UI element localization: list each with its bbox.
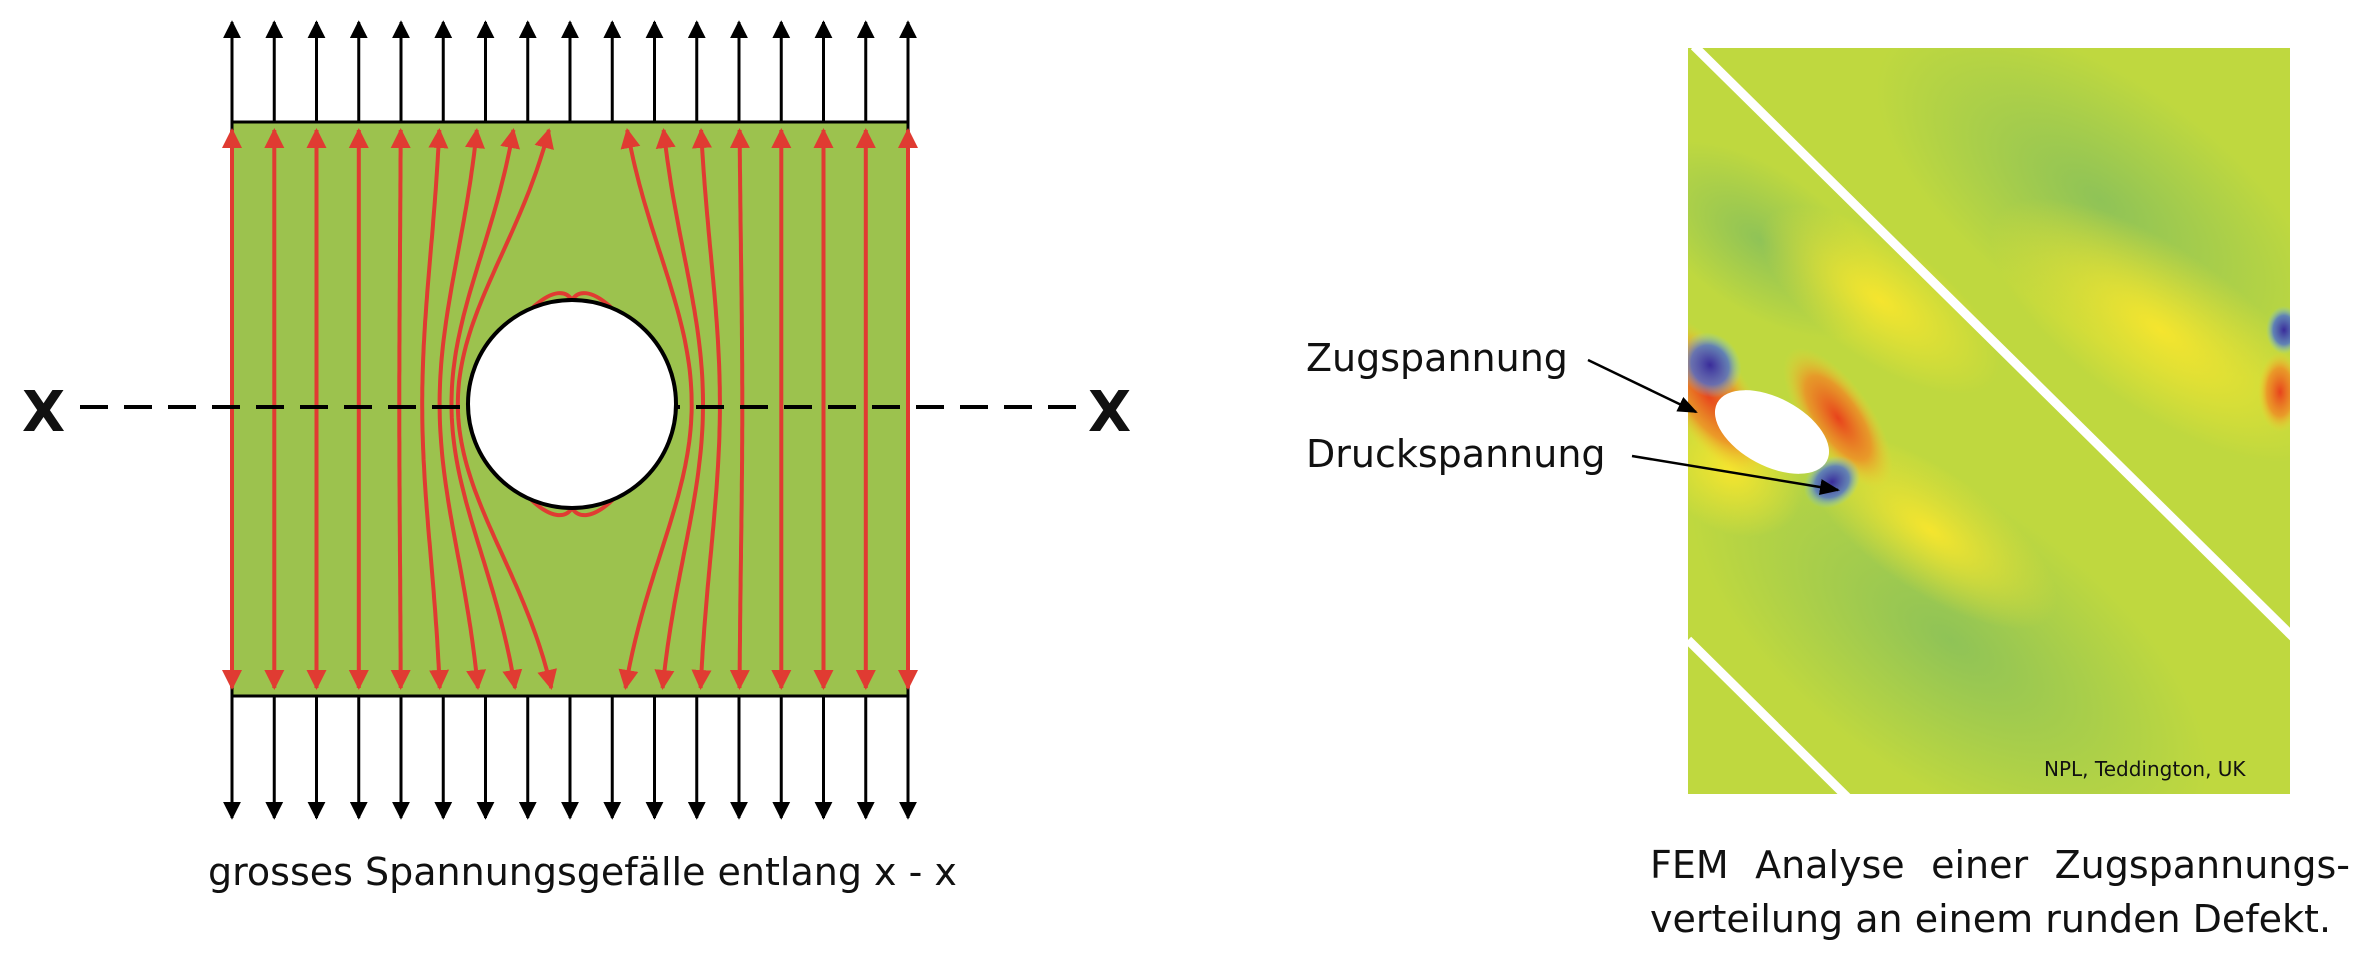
label-compression: Druckspannung: [1306, 432, 1606, 476]
caption-right: FEM Analyse einer Zugspannungs- verteilu…: [1650, 838, 2350, 946]
pointer-compression: [1631, 454, 1840, 495]
fem-stress-image: [1688, 48, 2290, 794]
caption-left: grosses Spannungsgefälle entlang x - x: [208, 850, 957, 894]
axis-label-x-right: X: [1088, 380, 1132, 445]
image-credit: NPL, Teddington, UK: [2044, 757, 2246, 781]
stress-line: [420, 128, 450, 690]
pointer-tension: [1587, 358, 1698, 414]
bottom-load-arrows: [223, 696, 917, 820]
hole: [466, 298, 678, 510]
label-tension: Zugspannung: [1306, 336, 1568, 380]
axis-label-x-left: X: [22, 380, 66, 445]
top-load-arrows: [223, 20, 917, 122]
caption-right-line-1: FEM Analyse einer Zugspannungs-: [1650, 843, 2350, 887]
fem-defect: [1714, 390, 1830, 474]
caption-right-line-2: verteilung an einem runden Defekt.: [1650, 897, 2332, 941]
